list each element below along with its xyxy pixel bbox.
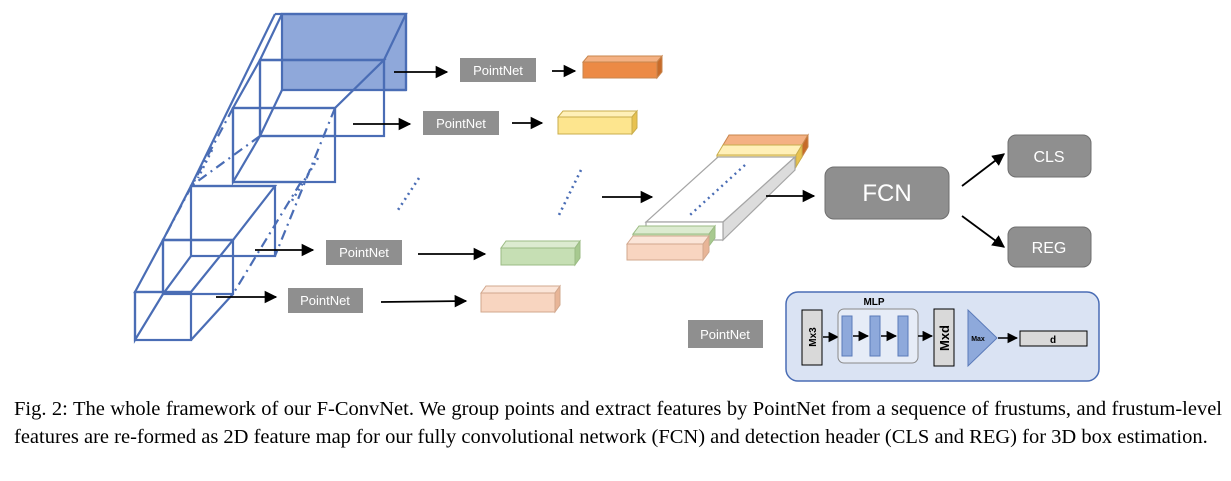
- mx3-block: [801, 309, 823, 366]
- pointnet-legend-label: PointNet: [700, 327, 750, 342]
- figure-caption: Fig. 2: The whole framework of our F-Con…: [14, 398, 1222, 448]
- frustum-stack: [133, 12, 408, 344]
- reg-label: REG: [1032, 240, 1067, 257]
- feature-yellow: [556, 109, 639, 136]
- pointnet-row-3: PointNet: [255, 239, 581, 267]
- d-label: d: [1050, 335, 1056, 346]
- pointnet-box-2: [423, 111, 499, 135]
- frustum-box-3: [231, 106, 337, 184]
- max-pool-shape: [967, 308, 998, 368]
- mxd-block: [933, 308, 955, 367]
- feature-peach: [480, 284, 561, 314]
- max-label: Max: [971, 336, 985, 343]
- cls-box: [1007, 134, 1092, 178]
- mlp-layer-1: [841, 315, 853, 357]
- pointnet-row-2: PointNet: [353, 109, 639, 136]
- pointnet-label-1: PointNet: [473, 63, 523, 78]
- pointnet-row-1: PointNet: [394, 54, 664, 82]
- pointnet-legend-box: [688, 320, 763, 348]
- feature-green: [500, 239, 581, 267]
- frustum-box-6: [133, 290, 234, 342]
- pointnet-label-2: PointNet: [436, 116, 486, 131]
- framework-diagram: PointNet PointNet PointNet: [133, 12, 1100, 382]
- pointnet-label-4: PointNet: [300, 293, 350, 308]
- mxd-label: Mxd: [937, 325, 952, 351]
- stack-bottom-peach: [626, 234, 710, 262]
- ellipsis-dots: [394, 169, 583, 218]
- pointnet-label-3: PointNet: [339, 245, 389, 260]
- pointnet-box-4: [288, 288, 363, 313]
- pointnet-detail-panel: Mx3 MLP Mxd Max d: [785, 291, 1100, 382]
- mx3-label: Mx3: [808, 327, 819, 347]
- mlp-layer-3: [897, 315, 909, 357]
- reg-box: [1007, 226, 1092, 268]
- cls-label: CLS: [1033, 149, 1064, 166]
- feature-map-stack: [626, 133, 809, 262]
- d-vector: [1019, 330, 1088, 347]
- pointnet-box-3: [326, 240, 402, 265]
- pointnet-row-4: PointNet: [216, 284, 561, 314]
- mlp-label: MLP: [863, 297, 884, 308]
- fcn-box: [824, 166, 950, 220]
- mlp-layer-2: [869, 315, 881, 357]
- fcn-label: FCN: [862, 180, 911, 207]
- feature-orange: [581, 54, 664, 80]
- pointnet-box-1: [460, 58, 536, 82]
